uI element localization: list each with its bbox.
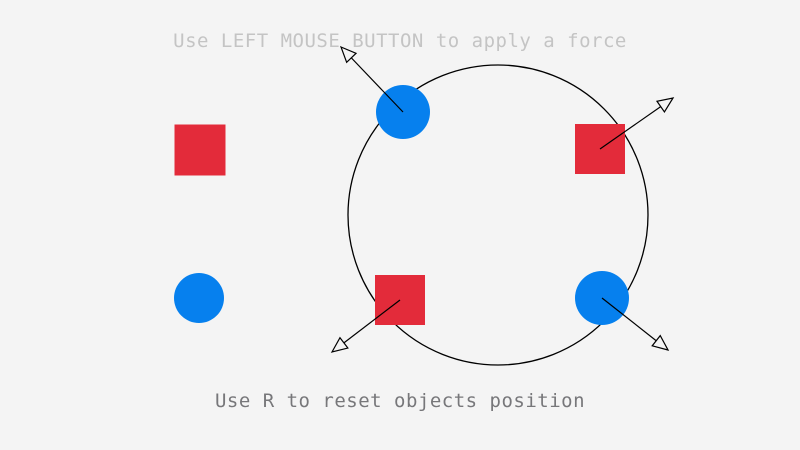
force-arrow-head — [330, 336, 349, 353]
force-arrow-head — [651, 334, 670, 351]
force-arrow-circle-ring-top — [339, 45, 404, 113]
hint-text-apply-force: Use LEFT MOUSE BUTTON to apply a force — [173, 30, 627, 52]
constraint-ring — [347, 64, 649, 366]
force-arrow-shaft — [350, 57, 404, 113]
force-arrow-shaft — [599, 106, 662, 150]
force-arrow-circle-ring-right — [601, 297, 670, 351]
force-arrow-square-ring-bottom — [330, 299, 401, 353]
force-vectors-layer — [330, 45, 675, 353]
hint-text-reset-objects: Use R to reset objects position — [214, 390, 586, 412]
force-arrow-head — [655, 97, 675, 114]
force-arrow-head — [339, 45, 358, 64]
body-circle-left[interactable] — [174, 273, 224, 323]
force-arrow-shaft — [601, 297, 657, 342]
force-arrow-shaft — [343, 299, 401, 344]
body-square-left[interactable] — [174, 124, 226, 176]
force-arrow-square-ring-right — [599, 97, 675, 150]
